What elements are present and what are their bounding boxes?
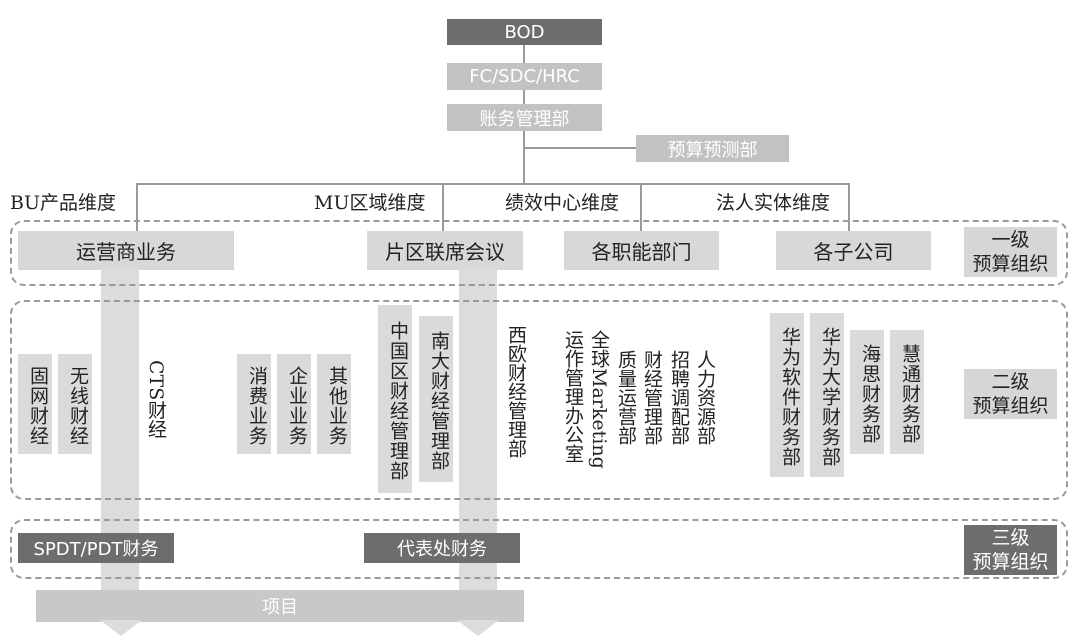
fc-sdc-hrc-node: FC/SDC/HRC bbox=[447, 63, 602, 90]
level1-region-joint-meeting: 片区联席会议 bbox=[367, 231, 523, 270]
drop-line-bu bbox=[136, 183, 138, 231]
level3-frame bbox=[10, 519, 1068, 579]
level2-other-business: 其他业务 bbox=[317, 354, 351, 454]
level1-label-line2: 预算组织 bbox=[972, 253, 1049, 275]
arrow-down-right-icon bbox=[457, 620, 499, 636]
level2-global-marketing: 全球Marketing bbox=[588, 330, 610, 469]
level1-subsidiaries: 各子公司 bbox=[776, 231, 931, 270]
level2-finance-management: 财经管理部 bbox=[641, 350, 663, 445]
dimension-performance: 绩效中心维度 bbox=[505, 192, 620, 214]
level2-huitong-finance: 慧通财务部 bbox=[890, 330, 924, 454]
level2-consumer-business: 消费业务 bbox=[237, 354, 271, 454]
budget-branch-line bbox=[523, 147, 636, 149]
level1-carrier-business: 运营商业务 bbox=[18, 231, 234, 270]
level2-operations-office: 运作管理办公室 bbox=[562, 330, 584, 463]
level2-huawei-university-finance: 华为大学财务部 bbox=[810, 313, 844, 477]
level2-label-line2: 预算组织 bbox=[972, 395, 1049, 417]
level2-quality-operations: 质量运营部 bbox=[615, 350, 637, 445]
arrow-down-left-icon bbox=[100, 620, 142, 636]
level2-frame bbox=[10, 300, 1068, 500]
accounting-node: 账务管理部 bbox=[447, 104, 602, 131]
level1-label: 一级 预算组织 bbox=[964, 227, 1057, 277]
drop-line-legal bbox=[848, 183, 850, 231]
level3-rep-office-finance: 代表处财务 bbox=[364, 533, 520, 563]
level2-hisilicon-finance: 海思财务部 bbox=[850, 330, 884, 454]
level2-human-resources: 人力资源部 bbox=[694, 350, 716, 445]
level1-label-line1: 一级 bbox=[991, 229, 1030, 251]
level1-frame bbox=[10, 220, 1068, 286]
level3-spdt-pdt-finance: SPDT/PDT财务 bbox=[18, 533, 174, 563]
level2-recruitment: 招聘调配部 bbox=[668, 350, 690, 445]
level2-wireless-finance: 无线财经 bbox=[58, 354, 92, 454]
level2-south-region-finance: 南大财经管理部 bbox=[419, 316, 453, 482]
level2-west-europe-finance: 西欧财经管理部 bbox=[505, 325, 527, 458]
level2-label-line1: 二级 bbox=[991, 371, 1030, 393]
drop-line-mu bbox=[442, 183, 444, 231]
dimension-bus-line bbox=[136, 183, 848, 185]
project-bar: 项目 bbox=[36, 590, 524, 622]
level2-cts-finance: CTS财经 bbox=[145, 360, 167, 439]
level3-label-line1: 三级 bbox=[991, 527, 1030, 549]
drop-line-perf bbox=[640, 183, 642, 231]
level2-label: 二级 预算组织 bbox=[964, 369, 1057, 419]
dimension-bu: BU产品维度 bbox=[10, 192, 116, 214]
dimension-mu: MU区域维度 bbox=[314, 192, 426, 214]
level3-label-line2: 预算组织 bbox=[972, 551, 1049, 573]
level2-china-region-finance: 中国区财经管理部 bbox=[378, 305, 412, 493]
level2-huawei-software-finance: 华为软件财务部 bbox=[770, 313, 804, 477]
level2-enterprise-business: 企业业务 bbox=[277, 354, 311, 454]
budget-forecast-node: 预算预测部 bbox=[636, 135, 789, 162]
level3-label: 三级 预算组织 bbox=[964, 525, 1057, 575]
bod-node: BOD bbox=[447, 19, 602, 45]
level1-functional-depts: 各职能部门 bbox=[564, 231, 719, 270]
level2-fixed-network-finance: 固网财经 bbox=[18, 354, 52, 454]
dimension-legal-entity: 法人实体维度 bbox=[716, 192, 831, 214]
